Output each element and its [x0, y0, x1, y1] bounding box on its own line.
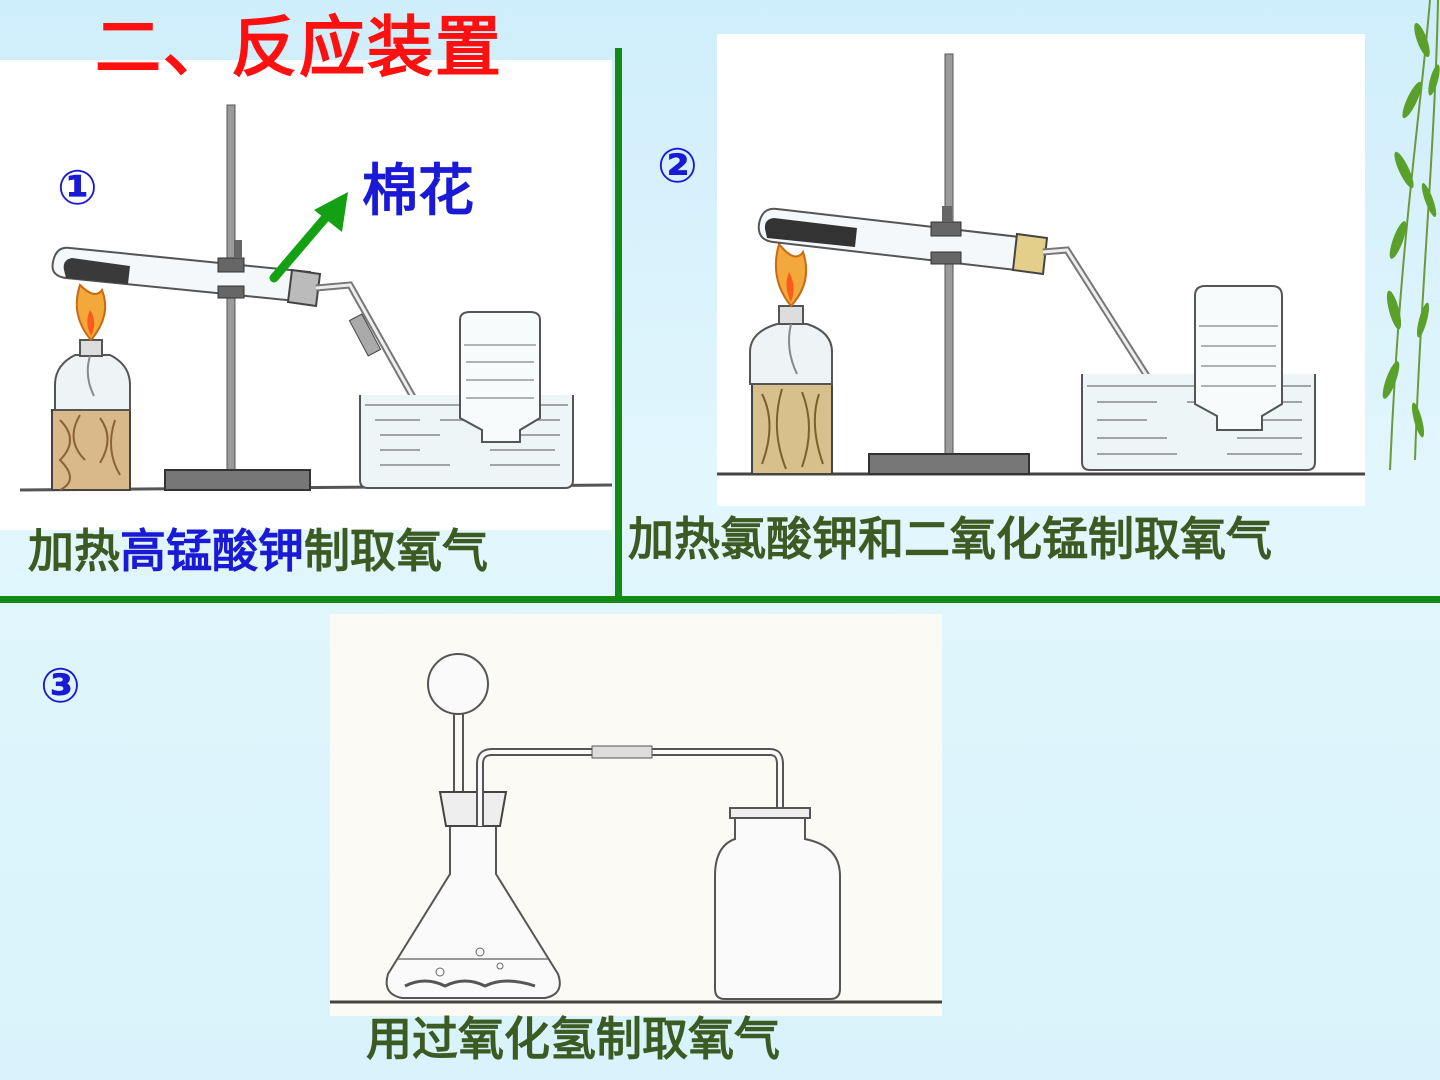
panel-2-number: ②	[657, 138, 698, 194]
panel-1-caption: 加热高锰酸钾制取氧气	[28, 526, 488, 577]
panel-2-caption: 加热氯酸钾和二氧化锰制取氧气	[628, 512, 1272, 566]
slide-title: 二、反应装置	[95, 9, 503, 86]
alcohol-lamp-test-tube-apparatus-icon	[20, 104, 612, 492]
panel-3-caption: 用过氧化氢制取氧气	[366, 1012, 780, 1066]
horizontal-divider	[0, 596, 1440, 603]
panel-1-caption-suffix: 制取氧气	[304, 524, 488, 578]
cotton-annotation-label: 棉花	[362, 159, 474, 224]
panel-1-caption-highlight: 高锰酸钾	[120, 524, 304, 578]
panel-1-caption-prefix: 加热	[28, 524, 120, 578]
alcohol-lamp-test-tube-apparatus-icon	[717, 53, 1365, 476]
conical-flask-gas-bottle-apparatus-icon	[330, 653, 942, 1004]
panel-1-number: ①	[57, 160, 98, 216]
annotation-arrow-icon	[269, 192, 348, 283]
willow-branch-icon	[1382, 0, 1440, 470]
panel-3-number: ③	[40, 658, 81, 714]
vertical-divider	[615, 48, 622, 600]
